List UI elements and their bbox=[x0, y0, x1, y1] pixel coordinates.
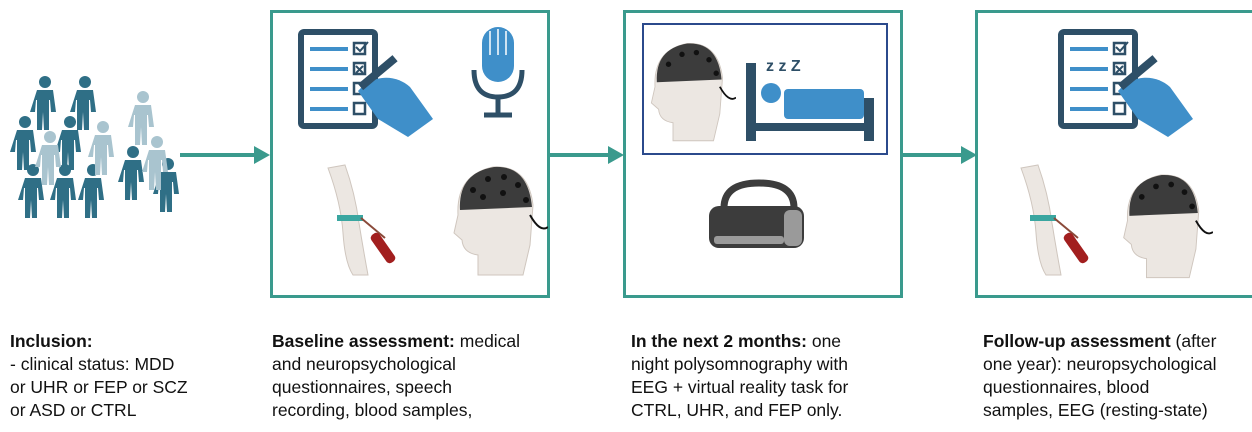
next-months-line-2: EEG + virtual reality task for bbox=[631, 377, 849, 397]
inclusion-line-2: or UHR or FEP or SCZ bbox=[10, 377, 188, 397]
eeg-cap-head-icon bbox=[1123, 174, 1213, 279]
sleeping-bed-icon: z z Z bbox=[746, 58, 874, 141]
baseline-heading-rest: medical bbox=[454, 331, 521, 351]
arrow-to-baseline bbox=[180, 146, 270, 164]
followup-caption: Follow-up assessment (after one year): n… bbox=[983, 330, 1248, 422]
eeg-cap-head-icon bbox=[453, 166, 548, 276]
followup-line-1: one year): neuropsychological bbox=[983, 354, 1217, 374]
baseline-panel bbox=[270, 10, 550, 298]
next-months-panel: z z Z bbox=[623, 10, 903, 298]
baseline-caption: Baseline assessment: medical and neurops… bbox=[272, 330, 572, 422]
vr-headset-icon bbox=[709, 179, 804, 248]
inclusion-caption: Inclusion: - clinical status: MDD or UHR… bbox=[10, 330, 250, 422]
arrow-to-next bbox=[550, 146, 624, 164]
inclusion-heading: Inclusion: bbox=[10, 331, 93, 351]
inclusion-line-3: or ASD or CTRL bbox=[10, 400, 137, 420]
baseline-line-2: questionnaires, speech bbox=[272, 377, 452, 397]
checklist-questionnaire-icon bbox=[1058, 29, 1193, 137]
sleep-zzz-text: z z Z bbox=[766, 58, 801, 75]
followup-line-3: samples, EEG (resting-state) bbox=[983, 400, 1208, 420]
inclusion-line-1: - clinical status: MDD bbox=[10, 354, 175, 374]
followup-heading: Follow-up assessment bbox=[983, 331, 1171, 351]
microphone-icon bbox=[471, 27, 525, 118]
next-months-heading-rest: one bbox=[806, 331, 842, 351]
baseline-heading: Baseline assessment: bbox=[272, 331, 455, 351]
eeg-cap-head-icon bbox=[650, 43, 736, 142]
baseline-line-1: and neuropsychological bbox=[272, 354, 456, 374]
followup-line-2: questionnaires, blood bbox=[983, 377, 1150, 397]
baseline-line-3: recording, blood samples, bbox=[272, 400, 473, 420]
people-group-icon bbox=[10, 76, 179, 218]
next-months-line-1: night polysomnography with bbox=[631, 354, 848, 374]
next-months-caption: In the next 2 months: one night polysomn… bbox=[631, 330, 921, 422]
next-months-heading: In the next 2 months: bbox=[631, 331, 807, 351]
checklist-questionnaire-icon bbox=[298, 29, 433, 137]
arrow-to-followup bbox=[903, 146, 977, 164]
next-months-line-3: CTRL, UHR, and FEP only. bbox=[631, 400, 843, 420]
polysomnography-box: z z Z bbox=[642, 23, 888, 155]
followup-heading-rest: (after bbox=[1170, 331, 1217, 351]
blood-sample-arm-icon bbox=[327, 164, 396, 276]
blood-sample-arm-icon bbox=[1020, 164, 1089, 276]
followup-panel bbox=[975, 10, 1252, 298]
population-group bbox=[5, 60, 180, 250]
